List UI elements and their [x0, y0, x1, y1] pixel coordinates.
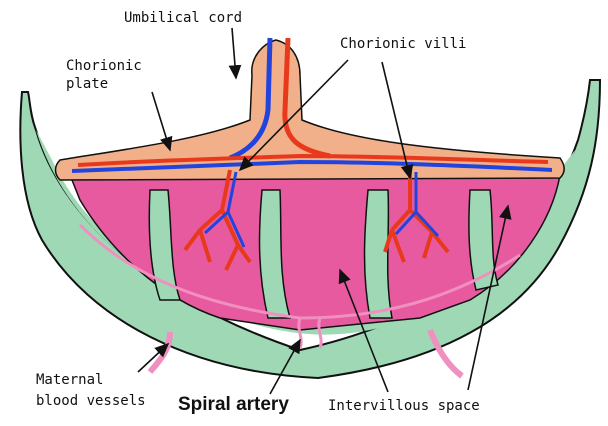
- label-maternal-2: blood vessels: [36, 393, 146, 409]
- label-intervillous-space: Intervillous space: [328, 398, 480, 414]
- label-maternal-1: Maternal: [36, 372, 103, 388]
- leader-plate: [152, 92, 170, 150]
- label-umbilical-cord: Umbilical cord: [124, 10, 242, 26]
- label-spiral-artery: Spiral artery: [178, 394, 289, 415]
- label-chorionic-plate-2: plate: [66, 76, 108, 92]
- label-chorionic-plate-1: Chorionic: [66, 58, 142, 74]
- label-chorionic-villi: Chorionic villi: [340, 36, 466, 52]
- placental-septum-3: [365, 190, 393, 318]
- leader-umbilical: [232, 28, 236, 78]
